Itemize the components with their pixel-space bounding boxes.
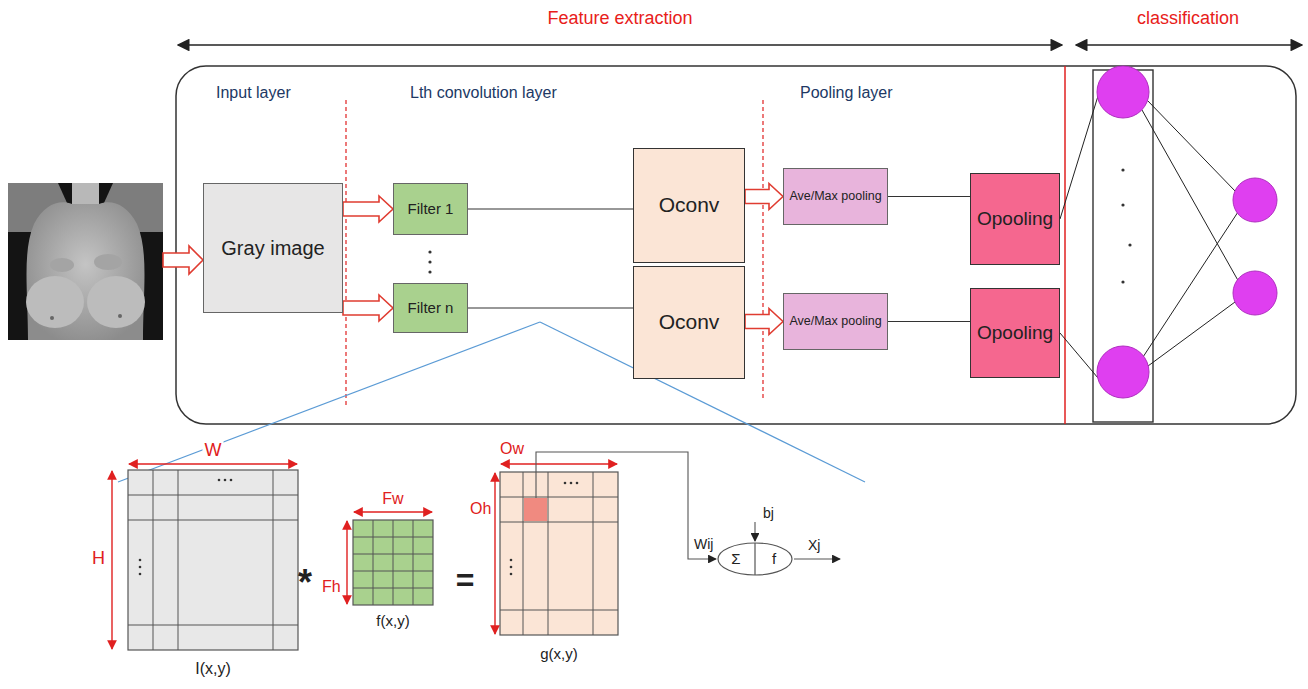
node-text: Oconv — [659, 310, 720, 334]
hollow-arrow — [745, 309, 783, 335]
filter-box: Filter 1 — [393, 183, 468, 235]
dense-links — [1060, 96, 1240, 378]
pooling-output-box: Opooling — [970, 173, 1060, 265]
signal-label: Wij — [694, 536, 713, 552]
dimension-arrow — [346, 521, 347, 604]
section-title: classification — [1137, 8, 1239, 29]
function-label: g(x,y) — [540, 645, 578, 662]
dimension-label: Ow — [500, 440, 524, 458]
node-text: f — [755, 550, 793, 567]
pooling-box: Ave/Max pooling — [783, 168, 888, 225]
neuron-circles — [1097, 66, 1277, 398]
output-grid — [500, 472, 618, 635]
layer-label: Pooling layer — [800, 84, 893, 102]
dimension-label: Fh — [322, 578, 341, 596]
node-text: Oconv — [659, 193, 720, 217]
input-grid — [128, 470, 298, 650]
node-text: Ave/Max pooling — [789, 314, 881, 328]
span-arrow — [1076, 44, 1302, 46]
node-text: Opooling — [977, 208, 1053, 230]
node-text: Gray image — [221, 237, 324, 260]
layer-label: Input layer — [216, 84, 291, 102]
ellipsis-dots — [428, 250, 431, 273]
dimension-arrow — [501, 463, 617, 464]
conv-output-box: Oconv — [633, 266, 745, 379]
connector-line — [468, 307, 633, 308]
dimension-label: Fw — [382, 490, 403, 508]
layer-divider — [345, 100, 346, 405]
dimension-arrow — [494, 473, 495, 634]
conv-output-box: Oconv — [633, 148, 745, 263]
input-box: Gray image — [203, 183, 343, 313]
pooling-output-box: Opooling — [970, 288, 1060, 378]
function-label: I(x,y) — [195, 660, 231, 678]
dimension-label: Oh — [470, 500, 491, 518]
span-arrow — [178, 44, 1062, 46]
network-frame — [176, 66, 1296, 424]
dimension-label: H — [92, 548, 105, 569]
hollow-arrow — [343, 196, 393, 222]
hollow-arrow — [343, 295, 393, 321]
node-text: Opooling — [977, 322, 1053, 344]
node-text: Filter 1 — [408, 200, 454, 217]
neuron-ellipse: Σf — [717, 542, 793, 576]
ellipsis-dots — [1121, 168, 1131, 283]
ellipse-outline — [717, 542, 793, 576]
operator-symbol: = — [456, 562, 475, 599]
leader-line — [536, 452, 716, 559]
hollow-arrow — [745, 184, 783, 210]
dimension-arrow — [129, 463, 297, 464]
filter-box: Filter n — [393, 283, 468, 333]
signal-label: Xj — [808, 537, 820, 553]
connector-line — [888, 321, 970, 322]
zoom-line — [118, 322, 540, 482]
section-divider — [1064, 66, 1066, 424]
dimension-arrow — [111, 471, 112, 649]
layer-divider — [762, 100, 763, 400]
layer-label: Lth convolution layer — [410, 84, 557, 102]
dimension-label: W — [203, 440, 224, 461]
hollow-arrow — [163, 246, 203, 274]
pooling-box: Ave/Max pooling — [783, 293, 888, 350]
operator-symbol: * — [298, 562, 312, 603]
output-arrow — [794, 558, 840, 559]
signal-label: bj — [763, 505, 774, 521]
dimension-arrow — [354, 511, 432, 512]
node-text: Σ — [717, 550, 755, 567]
node-text: Ave/Max pooling — [789, 189, 881, 203]
bias-arrow — [754, 522, 755, 541]
connector-line — [468, 208, 633, 209]
section-title: Feature extraction — [547, 8, 692, 29]
node-text: Filter n — [408, 299, 454, 316]
function-label: f(x,y) — [376, 612, 409, 629]
thermal-image — [8, 183, 163, 340]
layer-column — [1093, 70, 1153, 422]
filter-grid — [353, 520, 433, 605]
connector-line — [888, 196, 970, 197]
